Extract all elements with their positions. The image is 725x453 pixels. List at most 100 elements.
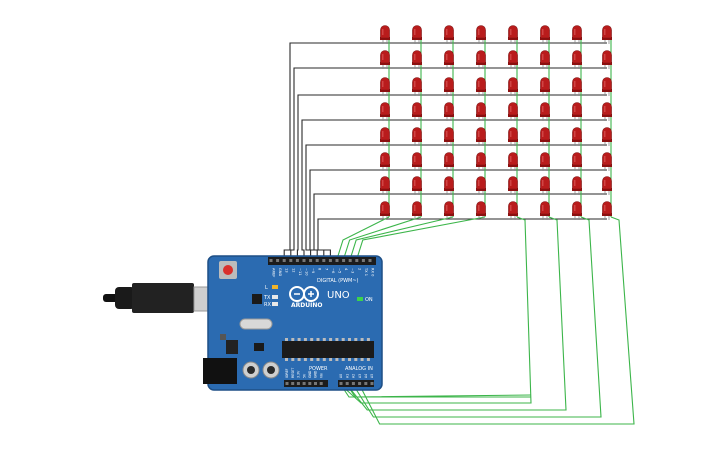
led[interactable] xyxy=(444,127,454,147)
led[interactable] xyxy=(602,77,612,96)
led[interactable] xyxy=(476,176,486,196)
led[interactable] xyxy=(380,102,390,122)
led[interactable] xyxy=(444,102,454,122)
digital-pin[interactable] xyxy=(335,259,339,262)
digital-pin[interactable] xyxy=(302,259,306,262)
led[interactable] xyxy=(380,152,390,172)
led[interactable] xyxy=(602,50,612,70)
led[interactable] xyxy=(540,201,550,221)
digital-pin[interactable] xyxy=(276,259,280,262)
digital-pin[interactable] xyxy=(309,259,313,262)
power-pin[interactable] xyxy=(291,382,295,385)
digital-pin[interactable] xyxy=(289,259,293,262)
led[interactable] xyxy=(412,50,422,70)
row-wire[interactable] xyxy=(305,144,607,259)
led[interactable] xyxy=(412,25,422,45)
led[interactable] xyxy=(602,127,612,147)
analog-pin[interactable] xyxy=(351,382,355,385)
led[interactable] xyxy=(540,25,550,45)
digital-pin[interactable] xyxy=(348,259,352,262)
led[interactable] xyxy=(602,176,612,196)
led[interactable] xyxy=(476,152,486,172)
led[interactable] xyxy=(508,152,518,172)
led[interactable] xyxy=(540,152,550,172)
column-wire[interactable] xyxy=(346,216,567,411)
led[interactable] xyxy=(572,102,582,122)
analog-pin[interactable] xyxy=(364,382,368,385)
digital-pin[interactable] xyxy=(282,259,286,262)
led[interactable] xyxy=(508,50,518,70)
led[interactable] xyxy=(412,77,422,96)
digital-pin[interactable] xyxy=(269,259,273,262)
digital-pin[interactable] xyxy=(342,259,346,262)
led[interactable] xyxy=(412,201,422,221)
power-pin[interactable] xyxy=(285,382,289,385)
analog-pin[interactable] xyxy=(358,382,362,385)
led[interactable] xyxy=(508,25,518,45)
digital-pin[interactable] xyxy=(322,259,326,262)
led[interactable] xyxy=(412,127,422,147)
led[interactable] xyxy=(476,127,486,147)
led[interactable] xyxy=(602,152,612,172)
led[interactable] xyxy=(572,201,582,221)
led[interactable] xyxy=(412,152,422,172)
led[interactable] xyxy=(476,25,486,45)
power-pin[interactable] xyxy=(302,382,306,385)
led[interactable] xyxy=(572,152,582,172)
led[interactable] xyxy=(444,25,454,45)
led[interactable] xyxy=(572,77,582,96)
analog-pin[interactable] xyxy=(370,382,374,385)
digital-pin[interactable] xyxy=(361,259,365,262)
digital-pin[interactable] xyxy=(295,259,299,262)
row-wire[interactable] xyxy=(283,42,607,259)
column-wire[interactable] xyxy=(343,216,422,260)
led[interactable] xyxy=(476,201,486,221)
led[interactable] xyxy=(380,50,390,70)
power-jack[interactable] xyxy=(203,358,237,384)
led[interactable] xyxy=(476,50,486,70)
analog-pin[interactable] xyxy=(345,382,349,385)
column-wire[interactable] xyxy=(359,216,635,425)
led[interactable] xyxy=(380,127,390,147)
led[interactable] xyxy=(412,102,422,122)
power-pin[interactable] xyxy=(296,382,300,385)
led[interactable] xyxy=(602,201,612,221)
digital-pin[interactable] xyxy=(355,259,359,262)
column-wire[interactable] xyxy=(356,216,486,260)
digital-pin[interactable] xyxy=(368,259,372,262)
digital-pin[interactable] xyxy=(328,259,332,262)
led[interactable] xyxy=(508,201,518,221)
led[interactable] xyxy=(476,77,486,96)
power-pin[interactable] xyxy=(308,382,312,385)
reset-button-cap[interactable] xyxy=(223,265,233,275)
power-pin[interactable] xyxy=(314,382,317,385)
row-wire[interactable] xyxy=(301,119,607,259)
digital-pin[interactable] xyxy=(315,259,319,262)
led[interactable] xyxy=(540,127,550,147)
led[interactable] xyxy=(540,50,550,70)
column-wire[interactable] xyxy=(336,216,390,260)
led[interactable] xyxy=(380,176,390,196)
led[interactable] xyxy=(476,102,486,122)
led[interactable] xyxy=(572,50,582,70)
row-wire[interactable] xyxy=(313,193,607,259)
row-wire[interactable] xyxy=(296,94,607,259)
led[interactable] xyxy=(412,176,422,196)
led[interactable] xyxy=(540,102,550,122)
row-wire[interactable] xyxy=(290,67,607,259)
led[interactable] xyxy=(508,127,518,147)
led[interactable] xyxy=(444,152,454,172)
led[interactable] xyxy=(572,176,582,196)
row-wire[interactable] xyxy=(309,169,607,259)
led[interactable] xyxy=(444,201,454,221)
led[interactable] xyxy=(602,25,612,45)
led[interactable] xyxy=(444,176,454,196)
led[interactable] xyxy=(508,77,518,96)
led[interactable] xyxy=(572,25,582,45)
led[interactable] xyxy=(508,176,518,196)
analog-pin[interactable] xyxy=(339,382,343,385)
led[interactable] xyxy=(508,102,518,122)
led[interactable] xyxy=(540,77,550,96)
column-wire[interactable] xyxy=(352,216,602,418)
led[interactable] xyxy=(380,25,390,45)
